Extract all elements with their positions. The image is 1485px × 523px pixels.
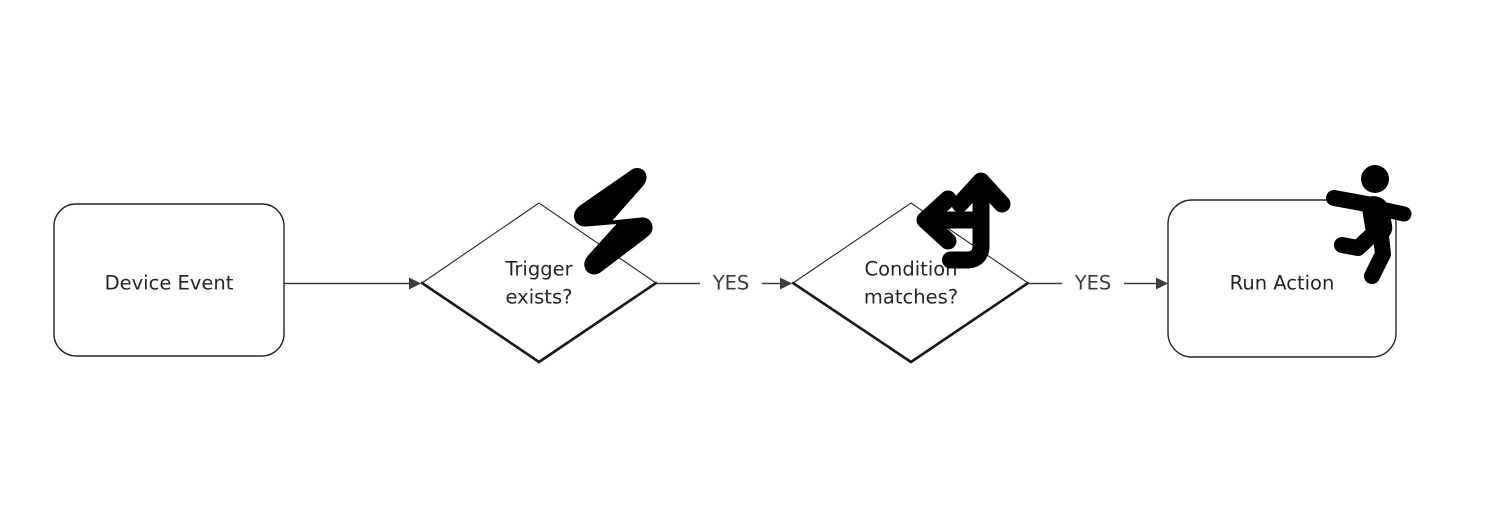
condition-matches-upper-edges — [792, 202, 1029, 284]
running-person-rear-leg — [1334, 226, 1381, 256]
running-person-head — [1361, 165, 1389, 193]
edge-trigger-to-condition-arrowhead — [780, 277, 792, 290]
device-event-label: Device Event — [105, 272, 234, 295]
device-event-shape — [53, 203, 285, 357]
run-action-label: Run Action — [1230, 272, 1335, 295]
condition-matches-label-line1: Condition — [864, 258, 957, 281]
edge-condition-to-action-label: YES — [1074, 272, 1112, 295]
branch-arrow-up-head — [951, 172, 1011, 213]
lightning-bolt-icon — [573, 168, 653, 275]
edge-event-to-trigger — [284, 277, 421, 290]
node-run-action[interactable]: Run Action — [1167, 165, 1412, 358]
edge-event-to-trigger-arrowhead — [409, 277, 421, 290]
edge-condition-to-action: YES — [1028, 272, 1168, 295]
lightning-bolt-path — [573, 168, 653, 275]
running-person-icon — [1326, 165, 1412, 284]
trigger-exists-label-line1: Trigger — [504, 258, 573, 281]
condition-matches-fill — [793, 203, 1028, 362]
condition-matches-lower-edges — [791, 281, 1030, 364]
trigger-exists-label-line2: exists? — [506, 286, 573, 309]
branch-arrow-left-head — [916, 190, 957, 250]
trigger-exists-lower-edges — [420, 281, 658, 364]
running-person-front-leg — [1364, 228, 1391, 284]
running-person-front-arm — [1378, 202, 1412, 222]
edge-condition-to-action-arrowhead — [1156, 277, 1168, 290]
running-person-back-arm — [1326, 190, 1375, 212]
branch-arrow-up-shaft — [942, 181, 990, 269]
edge-trigger-to-condition: YES — [656, 272, 792, 295]
edge-trigger-to-condition-label: YES — [712, 272, 750, 295]
node-trigger-exists[interactable]: Trigger exists? — [420, 168, 658, 364]
condition-matches-label-line2: matches? — [864, 286, 958, 309]
node-condition-matches[interactable]: Condition matches? — [791, 172, 1030, 364]
branch-arrow-icon — [916, 172, 1011, 269]
node-device-event[interactable]: Device Event — [53, 203, 285, 357]
